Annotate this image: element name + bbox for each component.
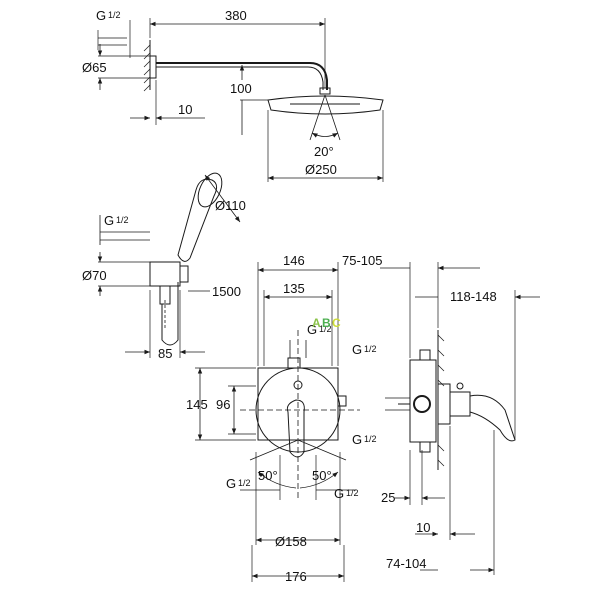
- g12-bottom-right-label: G: [334, 486, 344, 501]
- g12-mid-right-label: G: [352, 342, 362, 357]
- hose-length-label: 1500: [212, 284, 241, 299]
- watermark-logo: A B C: [312, 316, 341, 330]
- plate-dia-label: Ø158: [275, 534, 307, 549]
- width-135-label: 135: [283, 281, 305, 296]
- wall-offset-label: 10: [178, 102, 192, 117]
- g12-side-lower-label: G: [352, 432, 362, 447]
- mixer-side-view: 75-105 118-148 G 1/2 G 1/2 25 10 74-104: [342, 253, 540, 575]
- watermark-b: B: [322, 316, 331, 330]
- mixer-front-view: 146 135 G 1/2 145 96 50° 50° G 1/2 G 1/2…: [186, 253, 360, 584]
- height-96-label: 96: [216, 397, 230, 412]
- g12-mid-left-frac: 1/2: [319, 324, 332, 334]
- plate-width-label: 176: [285, 569, 307, 584]
- g12-bottom-left-frac: 1/2: [238, 478, 251, 488]
- angle-right-label: 50°: [312, 468, 332, 483]
- holder-dia-label: Ø70: [82, 268, 107, 283]
- hand-dia-label: Ø110: [215, 198, 246, 213]
- head-dia-label: Ø250: [305, 162, 337, 177]
- g12-bottom-left-label: G: [226, 476, 236, 491]
- dim-10-bottom-label: 10: [416, 520, 430, 535]
- arm-length-label: 380: [225, 8, 247, 23]
- g12-holder-frac: 1/2: [116, 215, 129, 225]
- watermark-a: A: [312, 316, 321, 330]
- g12-top-label: G: [96, 8, 106, 23]
- dim-25-label: 25: [381, 490, 395, 505]
- g12-mid-left-label: G: [307, 322, 317, 337]
- angle-left-label: 50°: [258, 468, 278, 483]
- g12-mid-right-frac: 1/2: [364, 344, 377, 354]
- depth-118-148-label: 118-148: [450, 289, 497, 304]
- overhead-shower-view: G 1/2 380 Ø65 100 10 20° Ø250: [82, 8, 384, 182]
- flange-dia-label: Ø65: [82, 60, 107, 75]
- g12-top-frac: 1/2: [108, 10, 121, 20]
- spray-angle-label: 20°: [314, 144, 334, 159]
- height-145-label: 145: [186, 397, 208, 412]
- width-146-label: 146: [283, 253, 305, 268]
- depth-74-104-label: 74-104: [386, 556, 426, 571]
- g12-side-lower-frac: 1/2: [364, 434, 377, 444]
- depth-75-105-label: 75-105: [342, 253, 382, 268]
- g12-holder-label: G: [104, 213, 114, 228]
- watermark-c: C: [332, 316, 341, 330]
- drop-label: 100: [230, 81, 252, 96]
- hand-shower-view: Ø110 G 1/2 Ø70 1500 85: [82, 172, 246, 361]
- g12-bottom-right-frac: 1/2: [346, 488, 359, 498]
- holder-depth-label: 85: [158, 346, 172, 361]
